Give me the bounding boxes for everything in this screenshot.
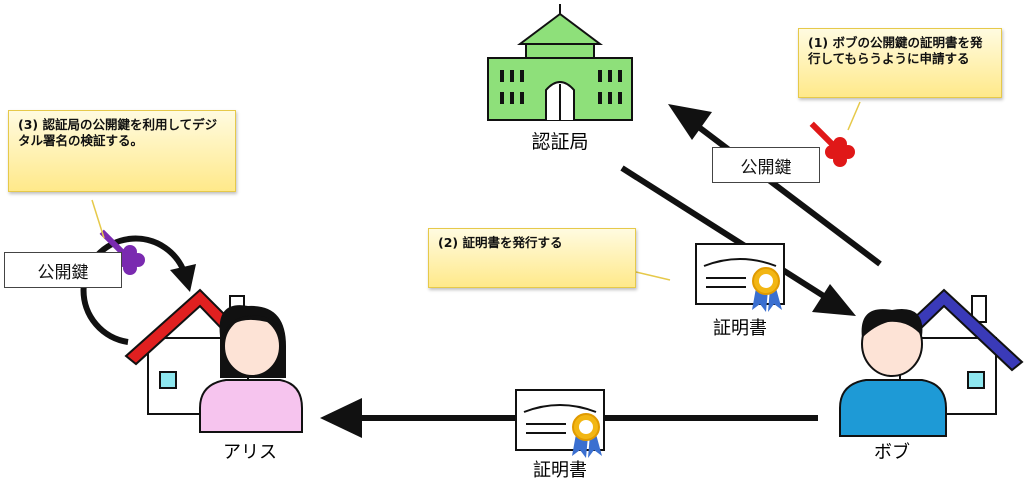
bob-person-icon bbox=[839, 309, 947, 437]
authority-building-icon bbox=[487, 4, 633, 121]
certificate-label-top: 証明書 bbox=[713, 318, 767, 339]
callout-line bbox=[91, 199, 105, 239]
issue-arrow-icon bbox=[620, 165, 856, 316]
callout-line bbox=[635, 271, 671, 281]
bob-name: ボブ bbox=[874, 441, 910, 463]
step2-note: (2) 証明書を発行する bbox=[428, 228, 636, 288]
alice-person-icon bbox=[199, 305, 303, 433]
alice-name: アリス bbox=[223, 442, 277, 463]
certificate-icon bbox=[515, 389, 605, 459]
callout-line bbox=[847, 101, 861, 131]
public-key-label-authority: 公開鍵 bbox=[4, 252, 122, 288]
certificate-label-bottom: 証明書 bbox=[533, 460, 587, 481]
authority-label: 認証局 bbox=[531, 131, 588, 153]
step1-note: (1) ボブの公開鍵の証明書を発行してもらうように申請する bbox=[798, 28, 1002, 98]
public-key-label-bob: 公開鍵 bbox=[712, 147, 820, 183]
step3-note: (3) 認証局の公開鍵を利用してデジタル署名の検証する。 bbox=[8, 110, 236, 192]
certificate-icon bbox=[695, 243, 785, 313]
